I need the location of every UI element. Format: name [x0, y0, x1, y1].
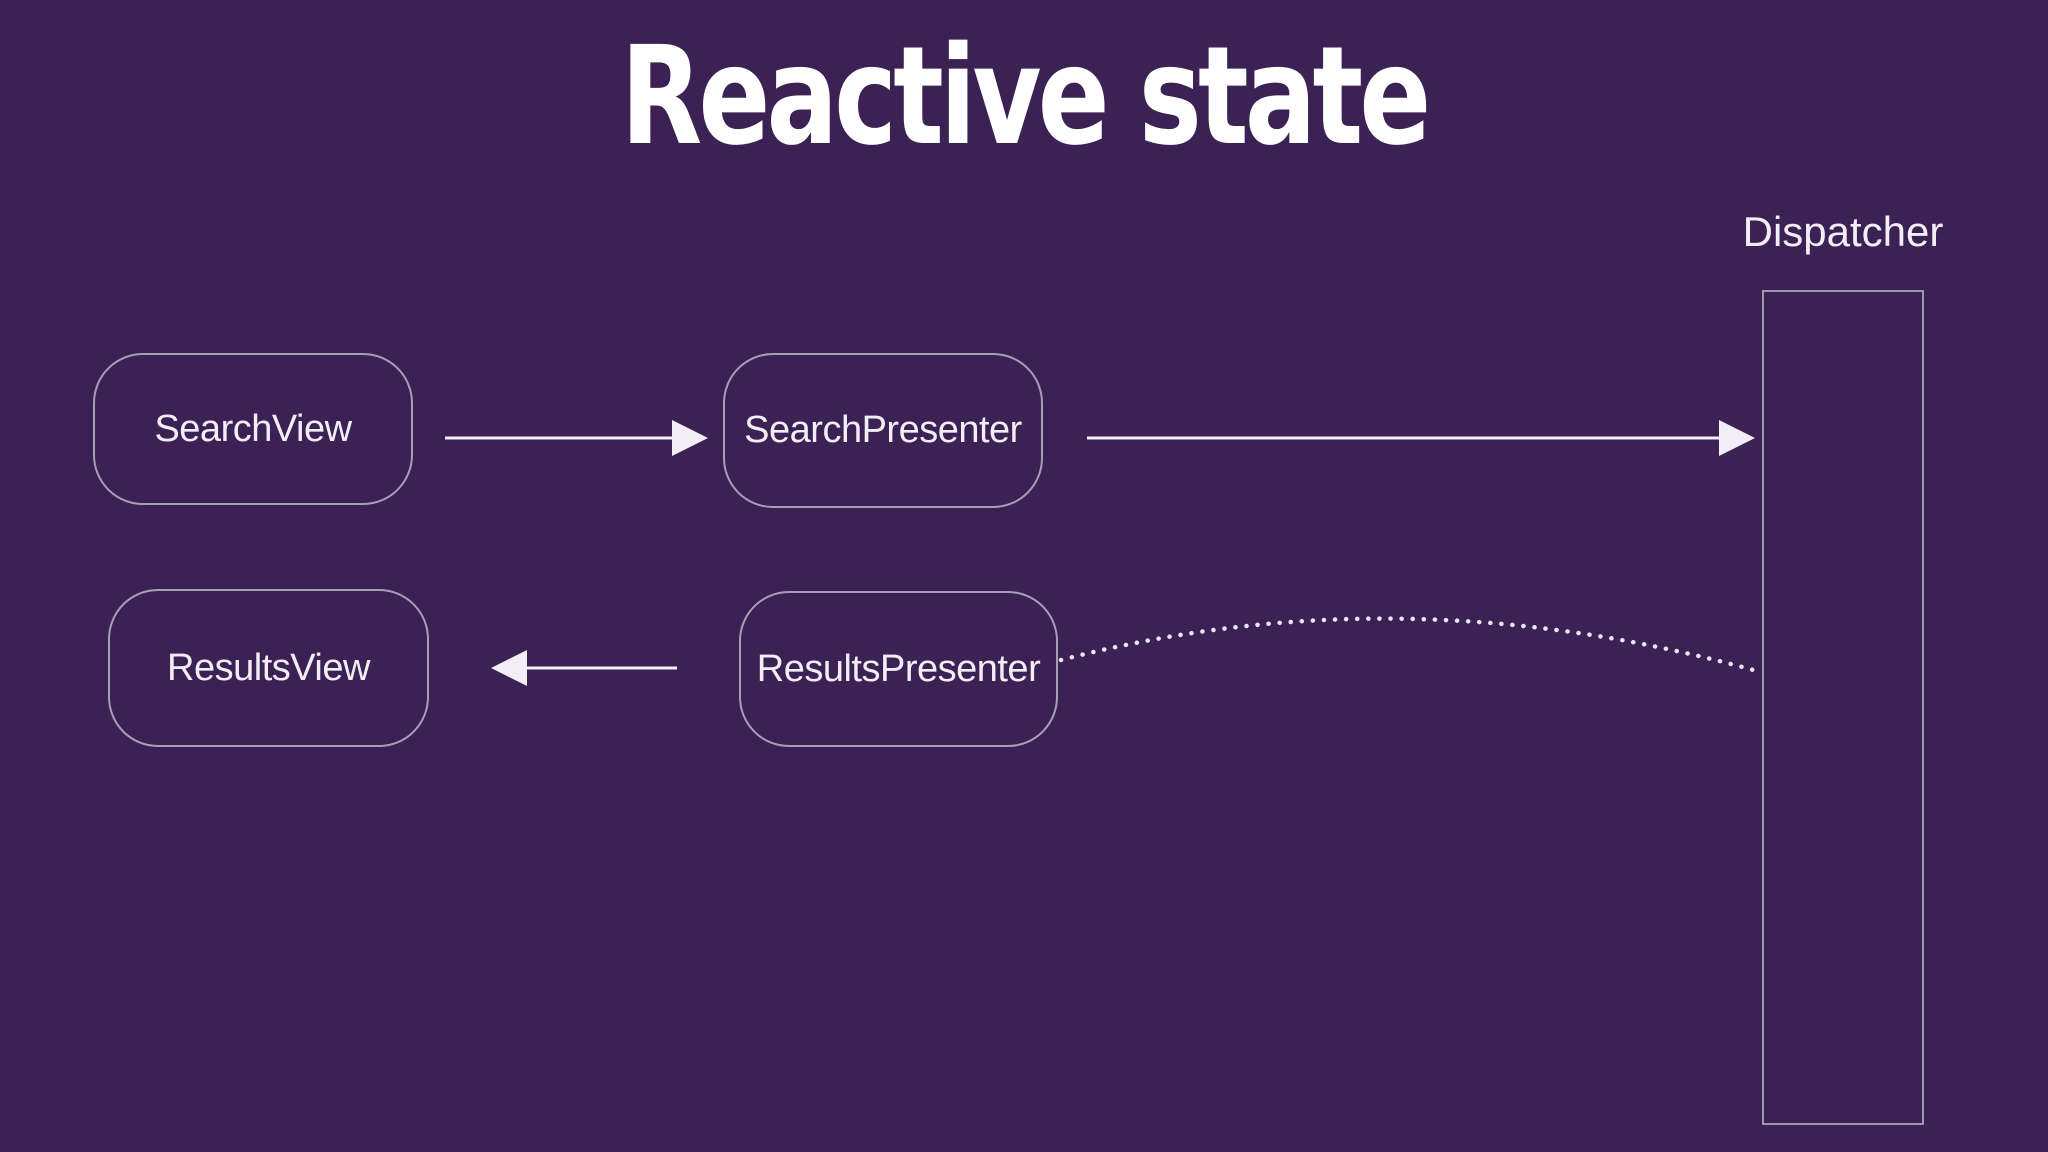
node-search-presenter-label: SearchPresenter [744, 409, 1022, 451]
node-results-view: ResultsView [108, 589, 429, 747]
slide-title: Reactive state [620, 18, 1432, 176]
node-search-presenter: SearchPresenter [723, 353, 1043, 508]
dispatcher-label: Dispatcher [1742, 208, 1944, 255]
dispatcher-rect [1762, 290, 1924, 1125]
dotted-curve-dispatcher-to-resultspresenter [1058, 616, 1760, 674]
node-results-presenter-label: ResultsPresenter [756, 647, 1041, 690]
node-results-presenter: ResultsPresenter [739, 591, 1058, 747]
node-search-view-label: SearchView [154, 407, 352, 450]
node-results-view-label: ResultsView [167, 646, 370, 689]
node-search-view: SearchView [93, 353, 413, 505]
